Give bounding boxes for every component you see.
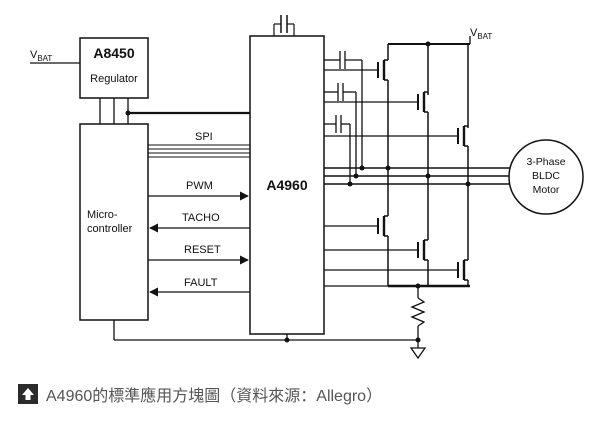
- regulator-name: A8450: [93, 45, 134, 61]
- microcontroller-line2: controller: [87, 223, 133, 235]
- microcontroller-line1: Micro-: [87, 209, 118, 221]
- vbat-right-label: VBAT: [470, 27, 492, 41]
- motor-line3: Motor: [533, 184, 560, 196]
- microcontroller-block: [79, 123, 149, 321]
- figure-caption: A4960的標準應用方塊圖（資料來源：Allegro）: [18, 382, 382, 406]
- spi-label: SPI: [195, 131, 213, 143]
- pwm-label: PWM: [186, 180, 213, 192]
- bldc-motor: [508, 139, 584, 215]
- caption-text: A4960的標準應用方塊圖（資料來源：Allegro）: [46, 388, 383, 405]
- sense-resistor: [410, 297, 426, 327]
- tacho-label: TACHO: [182, 212, 220, 224]
- vbat-left-label: VBAT: [30, 49, 52, 63]
- motor-line2: BLDC: [532, 170, 560, 182]
- reset-label: RESET: [184, 244, 221, 256]
- block-diagram: VBAT A8450 Regulator Micro- controller A…: [30, 15, 584, 360]
- ground-symbol: [409, 347, 427, 360]
- motor-line1: 3-Phase: [526, 156, 565, 168]
- regulator-subtitle: Regulator: [90, 73, 138, 85]
- a4960-name: A4960: [266, 177, 307, 193]
- fault-label: FAULT: [184, 277, 218, 289]
- arrow-up-icon: [18, 384, 38, 404]
